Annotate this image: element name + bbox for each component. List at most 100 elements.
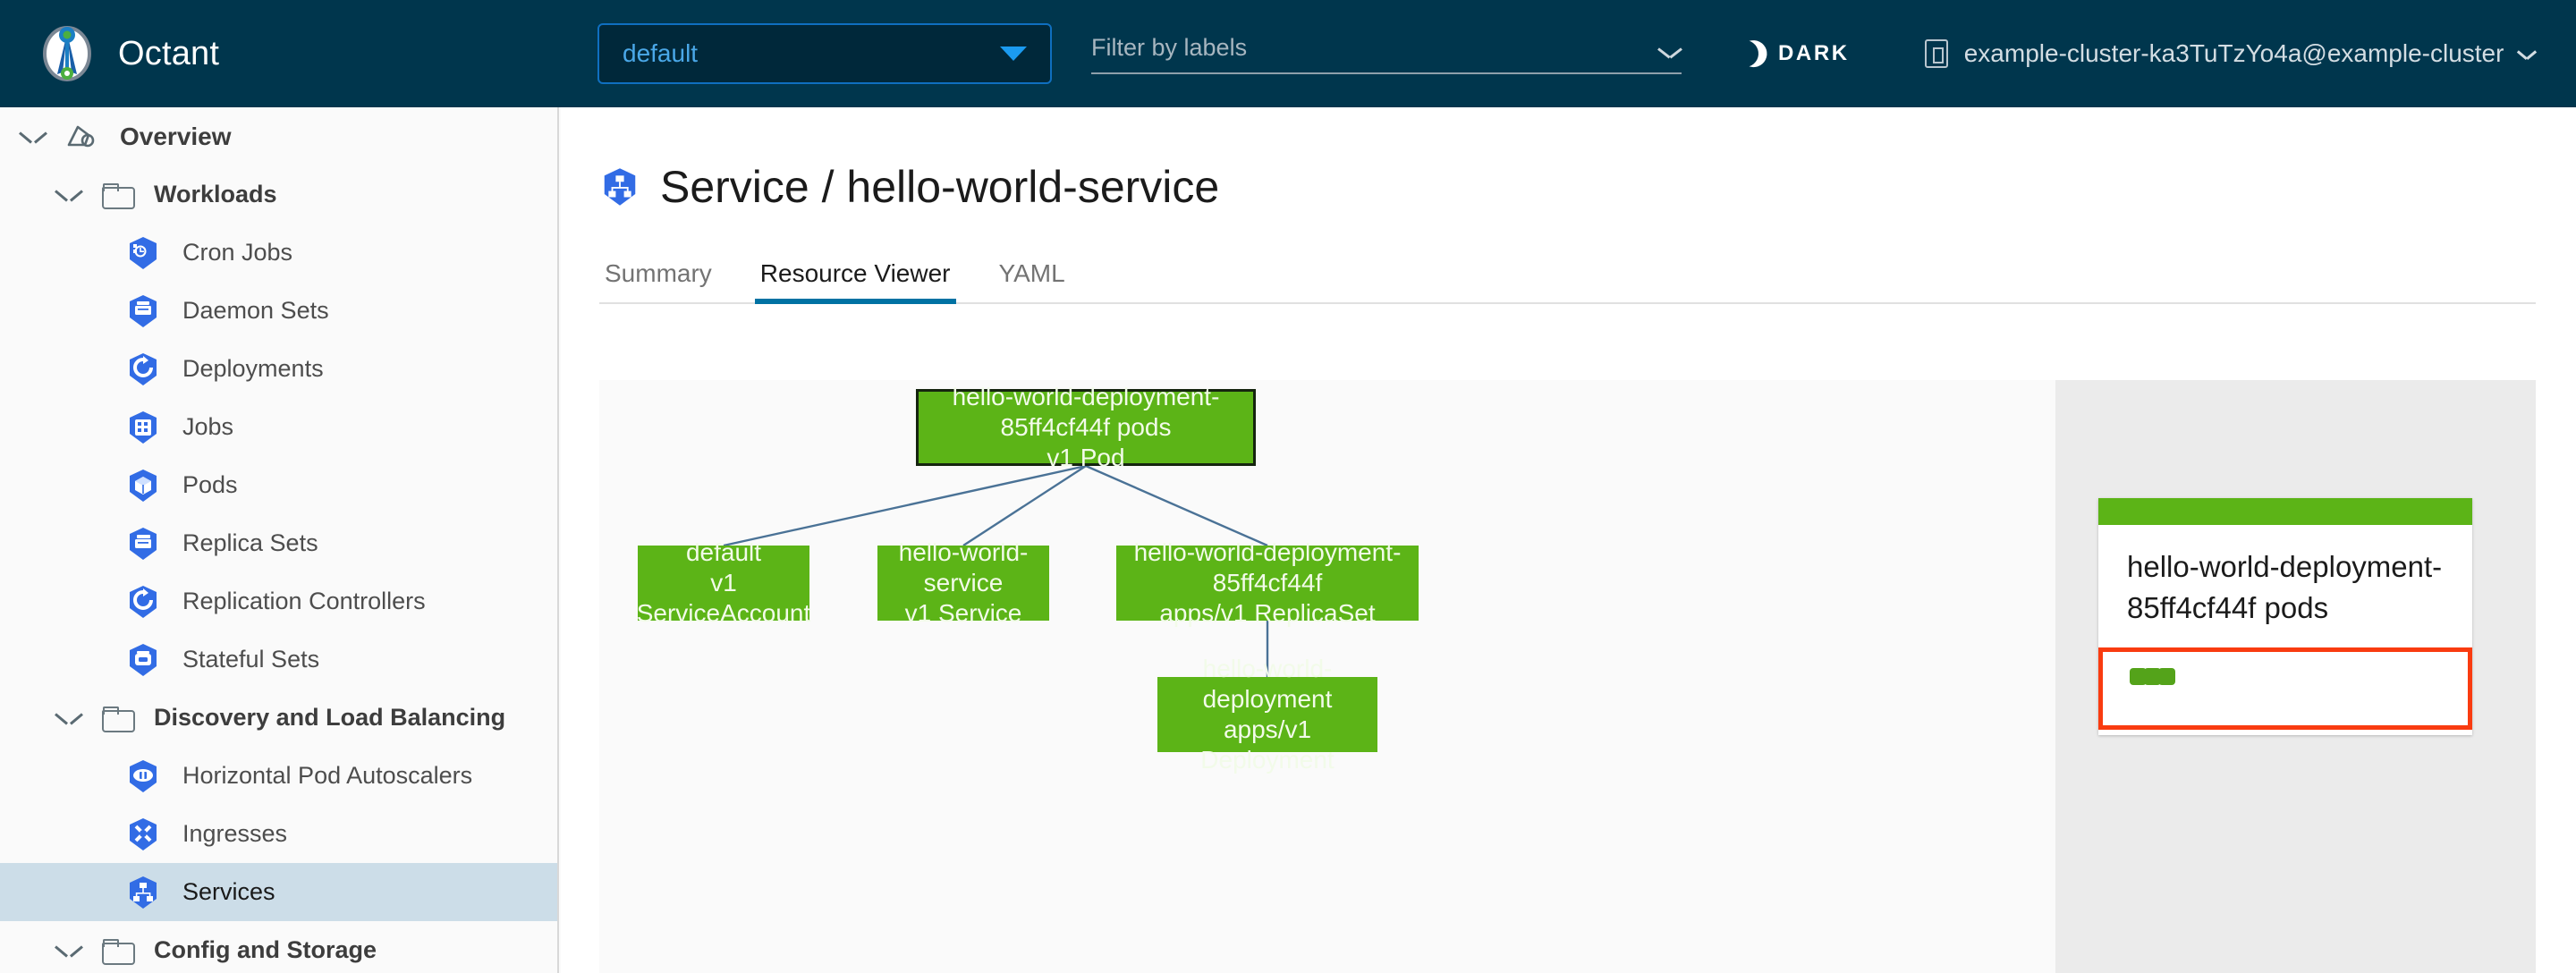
chevron-down-icon[interactable]	[55, 187, 82, 203]
detail-card[interactable]: hello-world-deployment-85ff4cf44f pods	[2098, 498, 2472, 736]
sidebar-item-label: Config and Storage	[154, 936, 377, 963]
sidebar-item-label: Pods	[182, 471, 238, 498]
tab-bar: Summary Resource Viewer YAML	[599, 249, 2536, 304]
sidebar-item-workloads[interactable]: Workloads	[0, 165, 557, 224]
sidebar-item-services[interactable]: Services	[0, 863, 557, 921]
chevron-down-icon[interactable]	[55, 710, 82, 726]
pod-status-dots	[2130, 668, 2175, 686]
pod-status-dot[interactable]	[2130, 668, 2147, 686]
pod-status-dot[interactable]	[2144, 668, 2161, 686]
sidebar-item-label: Horizontal Pod Autoscalers	[182, 762, 473, 789]
tab-summary[interactable]: Summary	[605, 259, 712, 287]
graph-node-kind: apps/v1 ReplicaSet	[1159, 599, 1376, 628]
main-content: Service / hello-world-service Summary Res…	[561, 107, 2576, 973]
chevron-down-icon[interactable]	[55, 943, 82, 959]
overview-icon	[66, 123, 98, 150]
cluster-context-select[interactable]: example-cluster-ka3TuTzYo4a@example-clus…	[1924, 39, 2537, 68]
sidebar-item-discovery-and-load-balancing[interactable]: Discovery and Load Balancing	[0, 689, 557, 747]
resource-graph-canvas[interactable]: hello-world-deployment-85ff4cf44f pods v1…	[599, 380, 2055, 973]
sidebar-item-daemon-sets[interactable]: Daemon Sets	[0, 282, 557, 340]
tab-yaml[interactable]: YAML	[998, 259, 1065, 287]
page-title-row: Service / hello-world-service	[599, 161, 2576, 213]
folder-icon	[102, 706, 135, 732]
sidebar-item-label: Services	[182, 878, 275, 905]
chevron-down-icon	[2518, 48, 2536, 59]
job-icon	[125, 410, 161, 445]
sidebar-item-label: Overview	[120, 122, 232, 150]
sidebar-item-deployments[interactable]: Deployments	[0, 340, 557, 398]
namespace-value: default	[623, 39, 699, 67]
label-filter-input[interactable]: Filter by labels	[1091, 34, 1682, 74]
moon-icon	[1728, 37, 1762, 71]
service-icon	[125, 875, 161, 910]
sidebar-item-label: Workloads	[154, 181, 277, 207]
octant-logo-icon	[39, 26, 95, 81]
graph-node-name: hello-world-deployment-85ff4cf44f pods	[952, 382, 1220, 441]
statefulset-icon	[125, 642, 161, 678]
cluster-context-name: example-cluster-ka3TuTzYo4a@example-clus…	[1963, 39, 2504, 67]
graph-node-service[interactable]: hello-world-service v1 Service	[877, 538, 1049, 627]
graph-edge	[962, 464, 1087, 547]
graph-node-kind: v1 Service	[904, 599, 1022, 628]
folder-icon	[102, 182, 135, 209]
theme-toggle[interactable]: DARK	[1732, 40, 1850, 67]
sidebar-item-label: Discovery and Load Balancing	[154, 704, 506, 731]
sidebar-item-label: Ingresses	[182, 820, 288, 847]
graph-edge	[1085, 464, 1268, 547]
hpa-icon	[125, 758, 161, 794]
replicaset-icon	[125, 526, 161, 562]
sidebar-item-replica-sets[interactable]: Replica Sets	[0, 514, 557, 572]
tab-resource-viewer[interactable]: Resource Viewer	[754, 259, 956, 304]
theme-toggle-label: DARK	[1778, 41, 1850, 65]
detail-panel: hello-world-deployment-85ff4cf44f pods	[2055, 380, 2536, 973]
sidebar-item-label: Replica Sets	[182, 529, 318, 556]
sidebar-item-label: Replication Controllers	[182, 588, 426, 614]
replicationcontroller-icon	[125, 584, 161, 620]
sidebar-item-overview[interactable]: Overview	[0, 107, 557, 165]
sidebar-item-cron-jobs[interactable]: Cron Jobs	[0, 224, 557, 282]
daemonset-icon	[125, 293, 161, 329]
sidebar-item-replication-controllers[interactable]: Replication Controllers	[0, 572, 557, 630]
cronjob-icon	[125, 235, 161, 271]
detail-card-title: hello-world-deployment-85ff4cf44f pods	[2127, 550, 2443, 624]
graph-edges	[723, 464, 1269, 677]
service-icon	[599, 166, 640, 207]
pod-status-dot[interactable]	[2158, 668, 2175, 686]
graph-edge	[723, 464, 1087, 547]
graph-node-kind: v1 ServiceAccount	[636, 568, 811, 628]
resource-viewer: hello-world-deployment-85ff4cf44f pods v1…	[599, 380, 2536, 973]
chevron-down-icon	[1658, 46, 1682, 58]
pod-icon	[125, 468, 161, 503]
sidebar-item-label: Deployments	[182, 355, 324, 382]
graph-node-name: hello-world-deployment	[1202, 654, 1333, 713]
brand-name: Octant	[118, 34, 220, 72]
graph-node-name: hello-world-service	[898, 537, 1029, 596]
brand[interactable]: Octant	[39, 26, 576, 81]
namespace-select[interactable]: default	[597, 23, 1052, 84]
sidebar-item-horizontal-pod-autoscalers[interactable]: Horizontal Pod Autoscalers	[0, 747, 557, 805]
sidebar-item-label: Cron Jobs	[182, 239, 293, 266]
sidebar-item-stateful-sets[interactable]: Stateful Sets	[0, 630, 557, 689]
ingress-icon	[125, 816, 161, 852]
chevron-down-icon[interactable]	[20, 129, 47, 145]
sidebar-item-label: Jobs	[182, 413, 234, 440]
graph-node-kind: v1 Pod	[1046, 444, 1125, 472]
sidebar-item-label: Stateful Sets	[182, 646, 320, 673]
sidebar-item-jobs[interactable]: Jobs	[0, 398, 557, 456]
folder-icon	[102, 938, 135, 965]
sidebar-item-pods[interactable]: Pods	[0, 456, 557, 514]
chevron-down-icon	[1000, 47, 1027, 61]
sidebar-item-config-and-storage[interactable]: Config and Storage	[0, 921, 557, 973]
pod-status-section[interactable]	[2098, 647, 2472, 731]
sidebar-item-label: Daemon Sets	[182, 297, 329, 324]
app-header: Octant default Filter by labels DARK exa…	[0, 0, 2576, 107]
sidebar-item-ingresses[interactable]: Ingresses	[0, 805, 557, 863]
graph-node-pod[interactable]: hello-world-deployment-85ff4cf44f pods v1…	[916, 383, 1256, 471]
label-filter-placeholder: Filter by labels	[1091, 33, 1248, 61]
graph-node-kind: apps/v1 Deployment	[1200, 715, 1335, 774]
card-accent-bar	[2098, 498, 2472, 525]
